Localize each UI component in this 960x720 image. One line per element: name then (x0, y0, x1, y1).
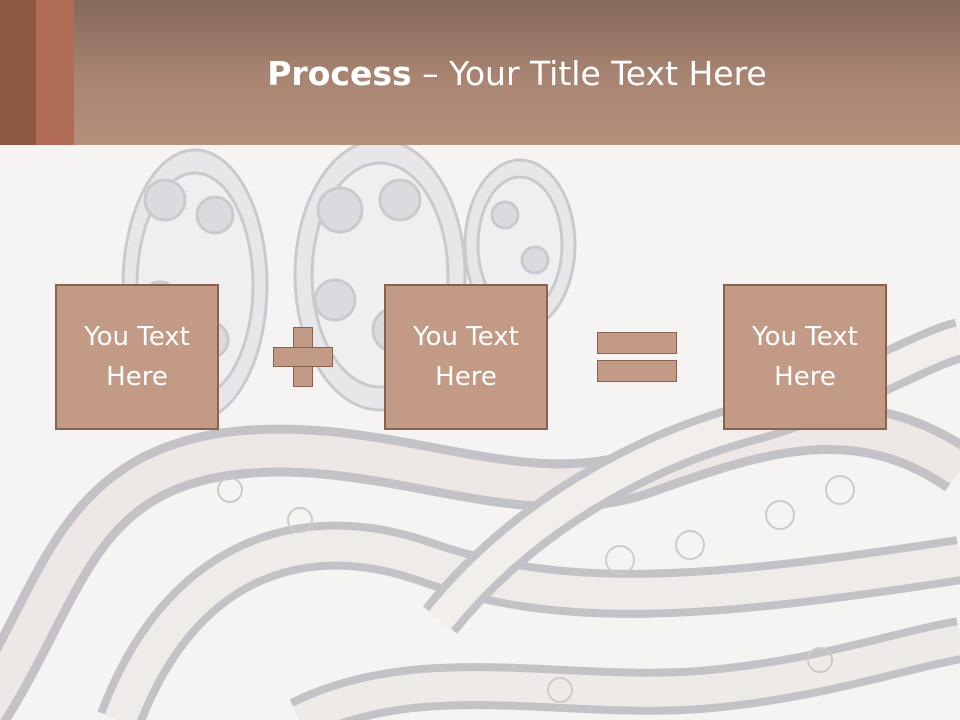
plus-icon (273, 327, 335, 389)
title-text: – Your Title Text Here (411, 54, 767, 93)
accent-stripe (0, 0, 36, 145)
text-box-label: You Text Here (84, 322, 190, 392)
title-bold-text: Process (267, 54, 412, 93)
text-box-1[interactable]: You Text Here (55, 284, 219, 430)
accent-stripe (36, 0, 74, 145)
film-reels-image (0, 145, 960, 720)
slide-title: Process – Your Title Text Here (74, 52, 960, 96)
title-banner: Process – Your Title Text Here (0, 0, 960, 145)
text-box-3[interactable]: You Text Here (723, 284, 887, 430)
text-box-2[interactable]: You Text Here (384, 284, 548, 430)
text-box-label: You Text Here (413, 322, 519, 392)
text-box-label: You Text Here (752, 322, 858, 392)
